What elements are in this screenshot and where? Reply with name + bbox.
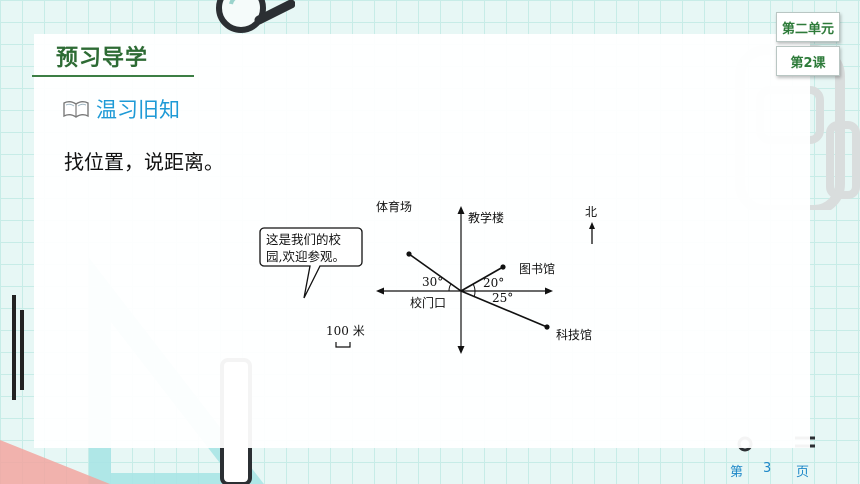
angle-arc-30	[448, 283, 452, 292]
label-north: 北	[585, 205, 597, 219]
ns-axis-arrow-down	[457, 346, 465, 354]
ew-axis-arrow-left	[376, 287, 384, 295]
north-arrow-head	[589, 222, 595, 229]
stadium-point	[406, 251, 412, 257]
label-library: 图书馆	[519, 261, 555, 276]
label-science: 科技馆	[556, 327, 592, 342]
open-book-icon	[63, 101, 89, 118]
campus-direction-map: 这是我们的校 园,欢迎参观。 体育场 教学楼 北 图书馆 校门口 科技馆 30°…	[259, 199, 597, 354]
section-label: 温习旧知	[96, 98, 180, 122]
ray-science	[460, 290, 548, 328]
label-gate: 校门口	[410, 295, 446, 310]
ns-axis-arrow-up	[457, 206, 465, 214]
instruction-text: 找位置，说距离。	[64, 150, 224, 174]
speech-line-1: 这是我们的校	[266, 232, 342, 247]
angle-label-20: 20°	[483, 276, 504, 290]
section-heading: 温习旧知	[62, 94, 180, 124]
title-underline	[32, 75, 194, 77]
angle-label-30: 30°	[422, 275, 443, 289]
science-point	[544, 324, 550, 330]
angle-arc-25	[473, 290, 476, 298]
content-card	[34, 34, 810, 448]
page-prefix: 第	[730, 465, 744, 480]
label-teaching-building: 教学楼	[468, 210, 504, 225]
angle-label-25: 25°	[492, 291, 513, 305]
ray-stadium	[408, 253, 462, 292]
page-suffix: 页	[796, 465, 810, 480]
angle-arc-20	[472, 283, 476, 292]
speech-bubble	[259, 227, 363, 299]
ew-axis-arrow-right	[545, 287, 553, 295]
page-number: 3	[763, 461, 772, 476]
page-title: 预习导学	[56, 46, 149, 71]
scale-label: 100 米	[326, 324, 365, 338]
unit-tag: 第二单元	[776, 12, 840, 42]
lesson-tag: 第2课	[776, 46, 840, 76]
speech-line-2: 园,欢迎参观。	[266, 249, 345, 264]
library-point	[500, 264, 506, 270]
scale-bar	[335, 342, 351, 348]
ray-library	[460, 266, 504, 292]
label-stadium: 体育场	[376, 199, 412, 214]
